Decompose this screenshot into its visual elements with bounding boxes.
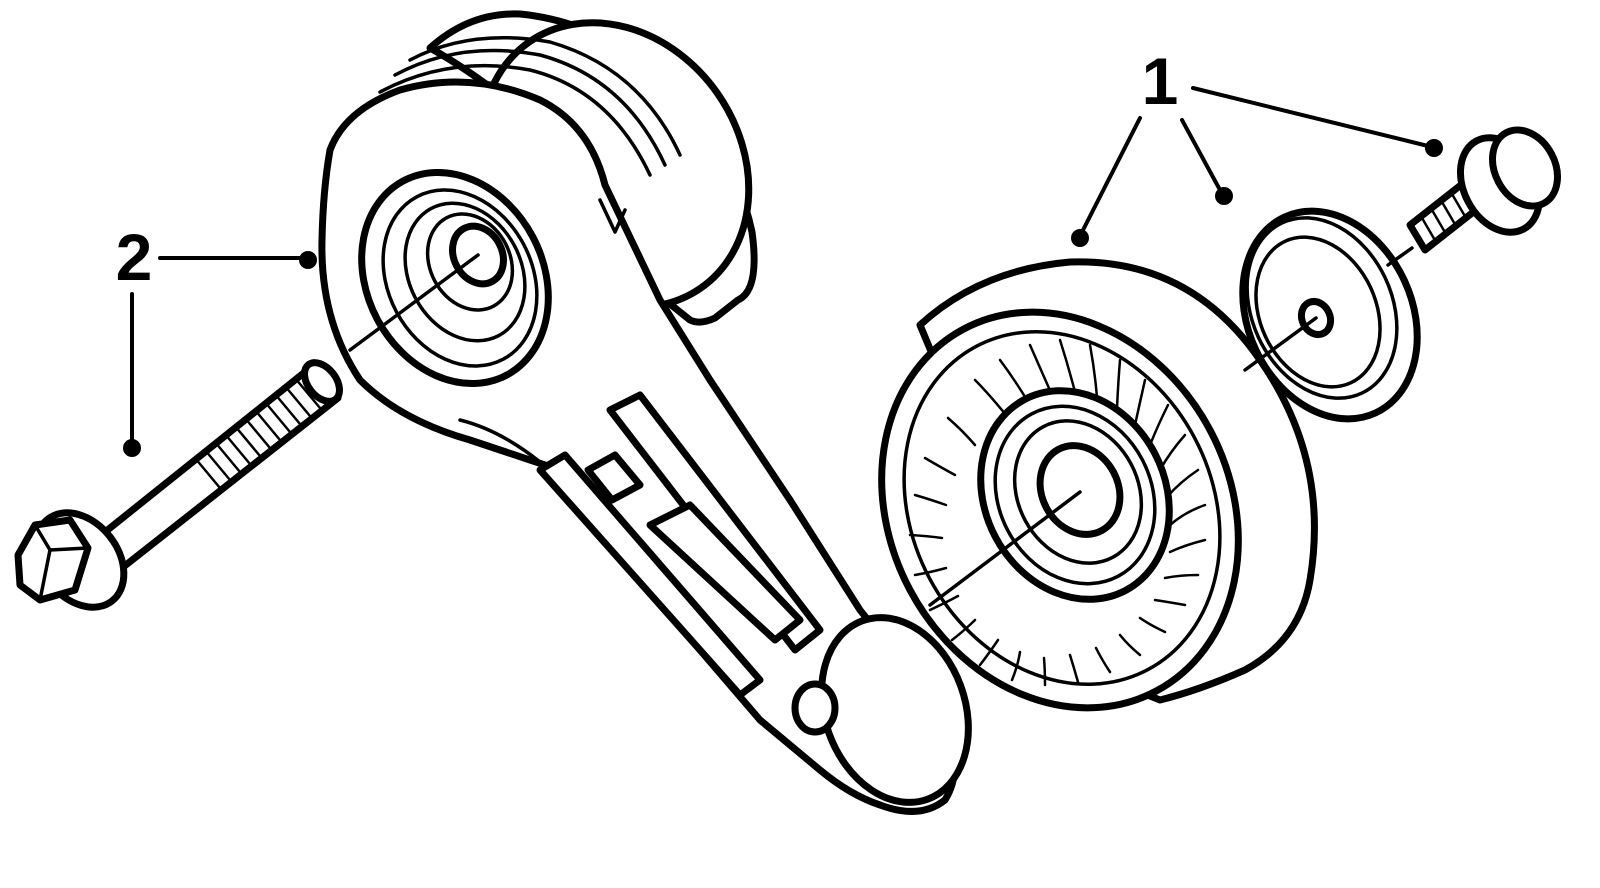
pulley-axis-line [928, 490, 1082, 607]
arm-boss-ring-1 [381, 188, 539, 368]
arm-inner-slot [646, 501, 804, 644]
dust-cap-recess [1254, 235, 1382, 389]
drum-ridge-1 [378, 63, 652, 177]
pulley-hub-ring-1 [993, 404, 1157, 586]
drum-notch [598, 198, 627, 234]
arm-axis-line [348, 253, 480, 352]
arm-lower-eye-boss [818, 614, 972, 806]
bolt-hex-head [14, 516, 92, 604]
pulley-bolt [1386, 126, 1561, 267]
dust-cap-rim [1245, 216, 1399, 400]
arm-slot-lower [536, 451, 764, 699]
callout-1-leader-b [1180, 118, 1222, 192]
bolt-hex-edge [33, 523, 90, 602]
pulley-hub-ring-2 [1012, 419, 1144, 565]
bolt-threads [193, 376, 322, 490]
pulley-face-inner [902, 329, 1222, 687]
arm-boss-ring-3 [425, 212, 515, 312]
pulley-bolt-head [1489, 126, 1561, 210]
belt-tensioner-assembly [318, 10, 972, 815]
callout-1-number: 1 [1142, 44, 1179, 118]
callout-1-dot-a [1071, 229, 1089, 247]
arm-boss-ring-2 [403, 201, 527, 343]
callout-2-dot-b [123, 439, 141, 457]
arm-diamond [584, 451, 644, 504]
callout-2-number: 2 [116, 220, 153, 294]
pulley-dust-cap [1239, 207, 1421, 423]
callout-1-dot-c [1425, 139, 1443, 157]
bolt-end [301, 359, 343, 405]
arm-lower-eye-hole [791, 680, 839, 736]
callout-1-leader-a [1080, 116, 1142, 234]
tensioner-bolt [14, 359, 343, 611]
callout-1: 1 [1071, 44, 1443, 247]
callout-1-leader-c [1191, 86, 1430, 148]
dust-cap-axis-line [1243, 316, 1318, 372]
callout-1-dot-b [1215, 187, 1233, 205]
idler-pulley [878, 258, 1318, 712]
drum-ridge-3 [408, 35, 682, 157]
callout-2-dot-a [299, 251, 317, 269]
callout-2: 2 [116, 220, 317, 457]
pulley-bore [1036, 442, 1124, 538]
drum-ridge-2 [393, 48, 667, 167]
pulley-bolt-axis-line [1386, 246, 1414, 267]
arm-edge-line [458, 418, 542, 464]
